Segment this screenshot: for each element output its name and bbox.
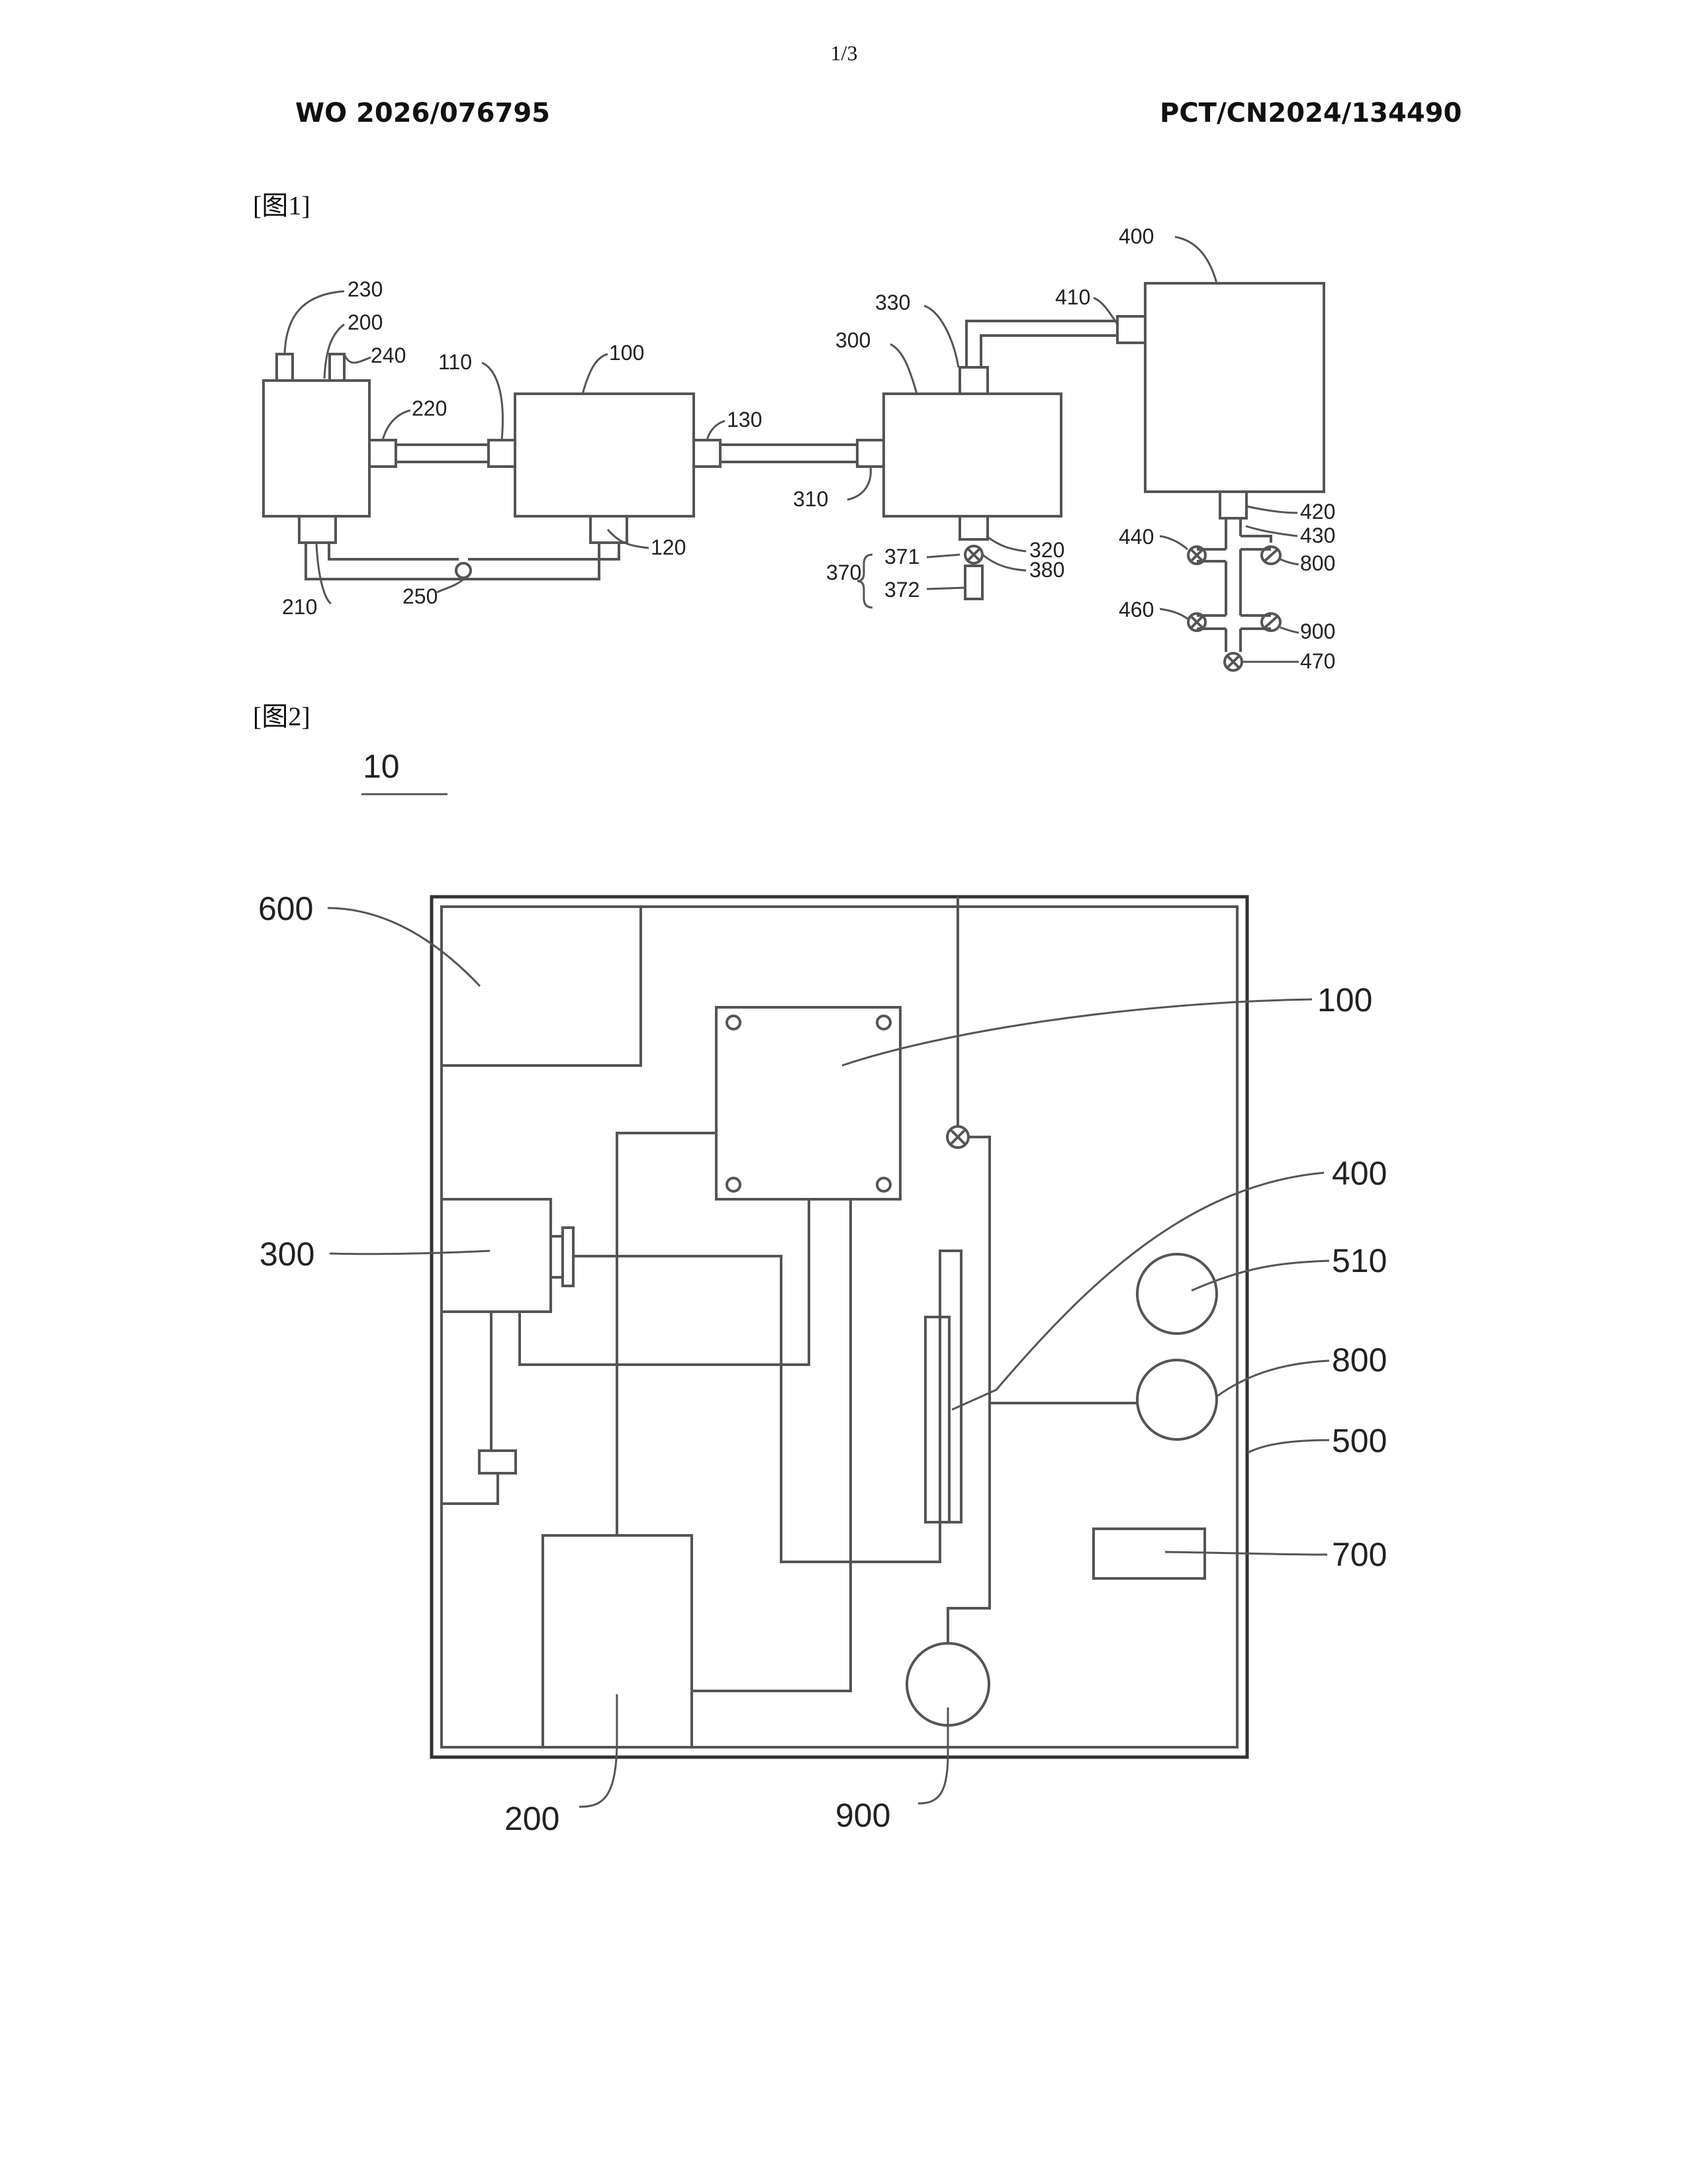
return-line-inner	[306, 543, 599, 579]
port-240	[330, 354, 344, 381]
housing-500-outer	[432, 897, 1247, 1757]
label-210: 210	[282, 595, 317, 619]
port-330	[960, 367, 988, 394]
label-200: 200	[504, 1800, 559, 1837]
component-700	[1094, 1529, 1205, 1578]
port-130	[694, 440, 720, 467]
label-220: 220	[412, 396, 447, 420]
module-600	[442, 907, 641, 1066]
figure-2-diagram: 10 600 100 400 300	[0, 702, 1688, 1880]
component-510	[1137, 1254, 1217, 1334]
port-210	[299, 516, 336, 543]
box-100	[515, 394, 694, 516]
port-410	[1117, 316, 1145, 343]
box-300	[884, 394, 1061, 516]
port-420	[1220, 492, 1246, 518]
component-800	[1137, 1360, 1217, 1439]
application-number: PCT/CN2024/134490	[1160, 98, 1462, 128]
port-220	[369, 440, 396, 467]
box-200	[263, 381, 369, 516]
page-number: 1/3	[0, 41, 1688, 66]
label-372: 372	[884, 578, 919, 602]
label-700: 700	[1332, 1536, 1387, 1573]
label-420: 420	[1300, 500, 1335, 523]
port-310	[857, 440, 884, 467]
label-300: 300	[835, 328, 870, 352]
label-400: 400	[1332, 1155, 1387, 1192]
port-230	[277, 354, 293, 381]
publication-number: WO 2026/076795	[295, 98, 550, 128]
label-240: 240	[371, 343, 406, 367]
label-800: 800	[1300, 551, 1335, 575]
label-460: 460	[1119, 598, 1154, 621]
label-400: 400	[1119, 224, 1154, 248]
label-device-10: 10	[363, 748, 400, 785]
label-900: 900	[1300, 619, 1335, 643]
label-800: 800	[1332, 1342, 1387, 1379]
label-130: 130	[727, 408, 762, 432]
return-line-upper-right	[468, 543, 619, 559]
label-510: 510	[1332, 1242, 1387, 1279]
label-300: 300	[259, 1236, 314, 1273]
label-120: 120	[651, 535, 686, 559]
figure-1-diagram: 230 200 240 220 210 250 110 100 130 120 …	[0, 218, 1688, 695]
port-110	[489, 440, 515, 467]
label-440: 440	[1119, 525, 1154, 549]
label-900: 900	[835, 1797, 890, 1834]
label-371: 371	[884, 545, 919, 569]
label-230: 230	[348, 277, 383, 301]
pipe-330-410-outer	[966, 321, 1117, 367]
label-370: 370	[826, 561, 861, 584]
label-430: 430	[1300, 523, 1335, 547]
valve-250-symbol	[456, 563, 471, 578]
label-310: 310	[793, 487, 828, 511]
figure-1-caption: [图1]	[253, 184, 310, 222]
label-100: 100	[1317, 981, 1372, 1019]
label-410: 410	[1055, 285, 1090, 309]
label-250: 250	[402, 584, 438, 608]
label-330: 330	[875, 291, 910, 314]
return-line-upper-left	[329, 543, 459, 559]
label-500: 500	[1332, 1422, 1387, 1459]
label-100: 100	[609, 341, 644, 365]
label-110: 110	[438, 350, 472, 374]
tube-372	[965, 566, 982, 599]
pipe-330-410-inner	[981, 336, 1117, 367]
column-400-inner	[925, 1317, 949, 1522]
unit-100	[716, 1007, 900, 1199]
branch-430	[1241, 536, 1271, 543]
label-470: 470	[1300, 649, 1335, 673]
box-400	[1145, 283, 1324, 492]
unit-300	[442, 1199, 551, 1312]
label-600: 600	[258, 890, 313, 927]
port-320	[960, 516, 988, 539]
label-380: 380	[1029, 558, 1064, 582]
label-200: 200	[348, 310, 383, 334]
housing-500-inner	[442, 907, 1237, 1747]
